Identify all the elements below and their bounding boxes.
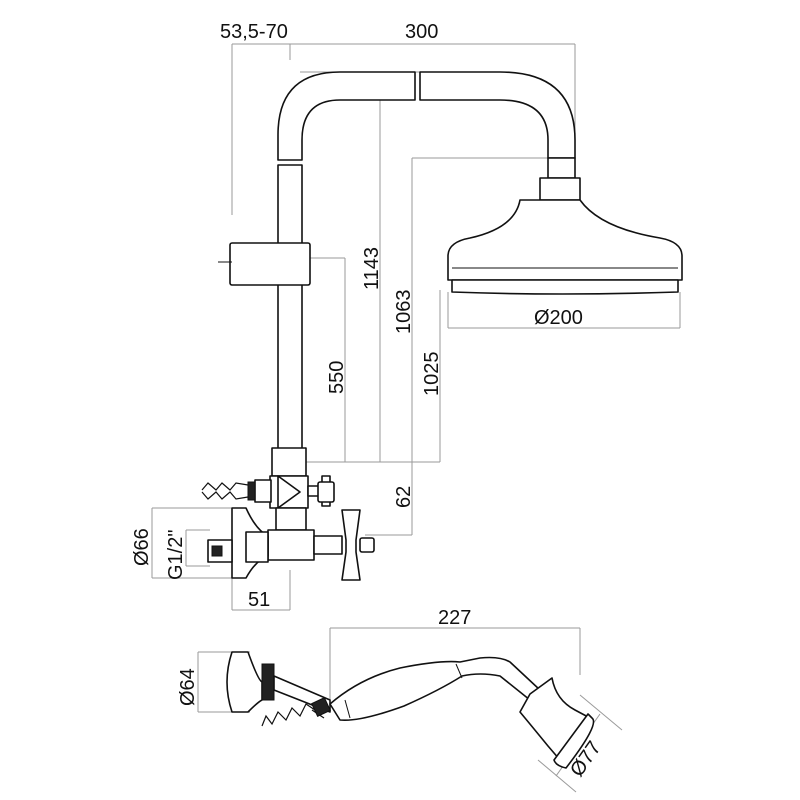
- flange-diameter-label: Ø66: [131, 528, 153, 566]
- hand-shower: [226, 651, 595, 769]
- valve-offset-label: 62: [393, 486, 415, 508]
- thread-label: G1/2": [165, 530, 187, 580]
- wall-projection-label: 51: [248, 589, 270, 611]
- slider-height-label: 550: [326, 361, 348, 394]
- head-height-label: 1063: [393, 290, 415, 335]
- shower-column: [218, 71, 683, 461]
- arm-projection-label: 300: [405, 21, 438, 43]
- dimension-lines: [151, 43, 681, 793]
- head-diameter-label: Ø200: [534, 307, 583, 329]
- adjust-range-label: 53,5-70: [220, 21, 288, 43]
- total-height-label: 1143: [361, 247, 383, 290]
- hand-shower-length-label: 227: [438, 607, 471, 629]
- holder-diameter-label: Ø64: [177, 668, 199, 706]
- dimension-labels: 53,5-70 300 1143 1063 1025 550 62 Ø200 Ø…: [131, 21, 606, 781]
- head-height-low-label: 1025: [421, 352, 443, 397]
- diverter-assembly: [201, 447, 375, 581]
